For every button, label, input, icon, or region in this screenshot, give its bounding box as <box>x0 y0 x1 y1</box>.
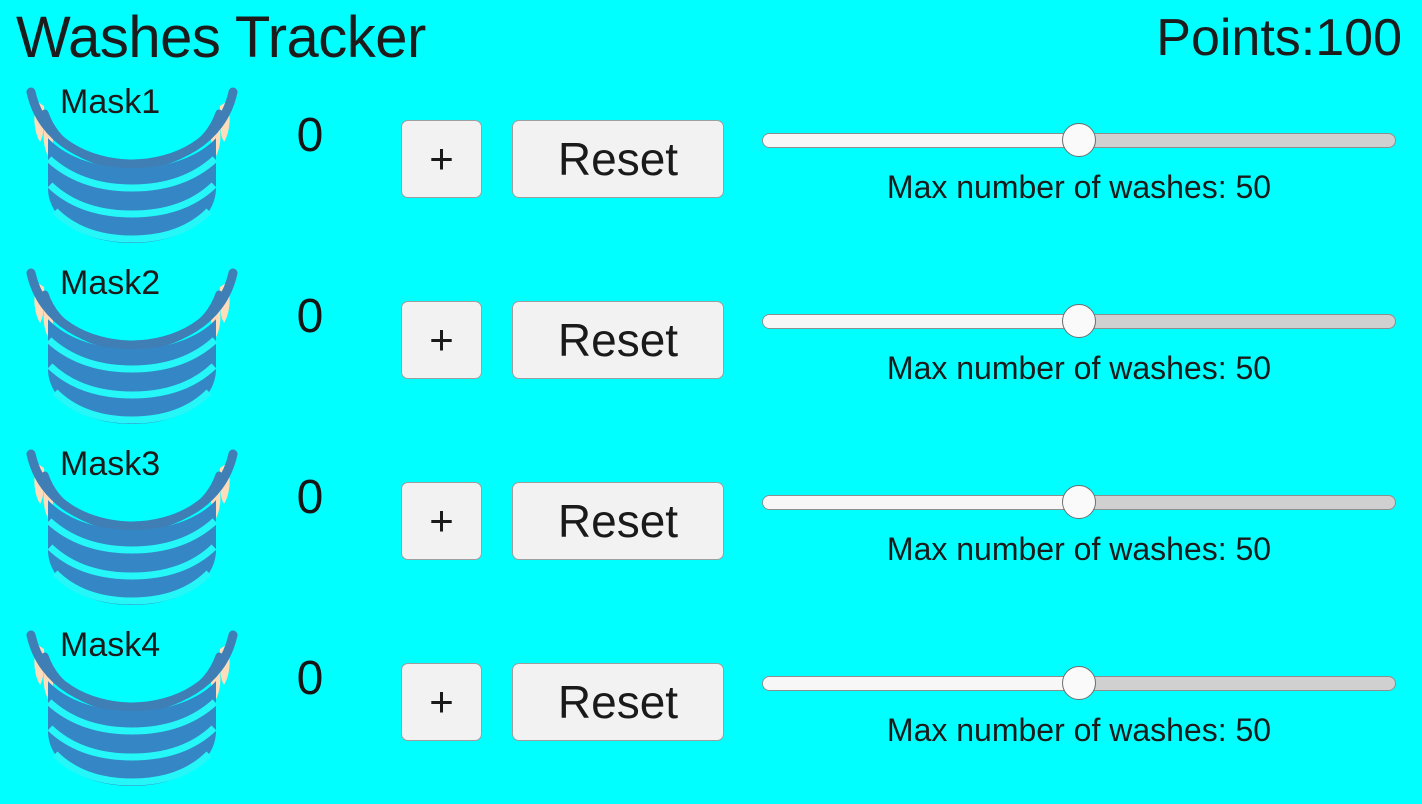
max-washes-caption-4: Max number of washes: 50 <box>886 712 1272 748</box>
max-washes-slider-1[interactable] <box>762 122 1396 158</box>
mask-row-3: Mask3 0 + Reset Max number of washes: 50 <box>0 442 1422 623</box>
wash-count-4: 0 <box>296 652 324 705</box>
increment-button-1[interactable]: + <box>401 120 482 198</box>
mask-icon <box>12 623 252 786</box>
mask-label-1: Mask1 <box>60 83 161 121</box>
max-washes-caption-2: Max number of washes: 50 <box>886 350 1272 386</box>
wash-count-3: 0 <box>296 471 324 524</box>
slider-thumb[interactable] <box>1062 666 1096 700</box>
slider-fill <box>763 134 1079 147</box>
max-washes-slider-3[interactable] <box>762 484 1396 520</box>
mask-row-2: Mask2 0 + Reset Max number of washes: 50 <box>0 261 1422 442</box>
mask-label-3: Mask3 <box>60 445 161 483</box>
mask-icon <box>12 261 252 424</box>
increment-button-4[interactable]: + <box>401 663 482 741</box>
wash-count-1: 0 <box>296 109 324 162</box>
increment-button-3[interactable]: + <box>401 482 482 560</box>
mask-icon <box>12 80 252 243</box>
app-header: Washes Tracker Points:100 <box>0 0 1422 80</box>
max-washes-slider-2[interactable] <box>762 303 1396 339</box>
max-washes-caption-3: Max number of washes: 50 <box>886 531 1272 567</box>
increment-button-2[interactable]: + <box>401 301 482 379</box>
max-washes-caption-1: Max number of washes: 50 <box>886 169 1272 205</box>
mask-icon <box>12 442 252 605</box>
slider-thumb[interactable] <box>1062 123 1096 157</box>
reset-button-2[interactable]: Reset <box>512 301 724 379</box>
slider-thumb[interactable] <box>1062 485 1096 519</box>
reset-button-3[interactable]: Reset <box>512 482 724 560</box>
max-washes-slider-4[interactable] <box>762 665 1396 701</box>
mask-label-2: Mask2 <box>60 264 161 302</box>
page-title: Washes Tracker <box>16 5 426 70</box>
mask-label-4: Mask4 <box>60 626 161 664</box>
points-display: Points:100 <box>1156 9 1402 67</box>
slider-fill <box>763 496 1079 509</box>
slider-fill <box>763 677 1079 690</box>
mask-row-1: Mask1 0 + Reset Max number of washes: 50 <box>0 80 1422 261</box>
slider-fill <box>763 315 1079 328</box>
mask-row-4: Mask4 0 + Reset Max number of washes: 50 <box>0 623 1422 804</box>
slider-thumb[interactable] <box>1062 304 1096 338</box>
reset-button-4[interactable]: Reset <box>512 663 724 741</box>
reset-button-1[interactable]: Reset <box>512 120 724 198</box>
wash-count-2: 0 <box>296 290 324 343</box>
